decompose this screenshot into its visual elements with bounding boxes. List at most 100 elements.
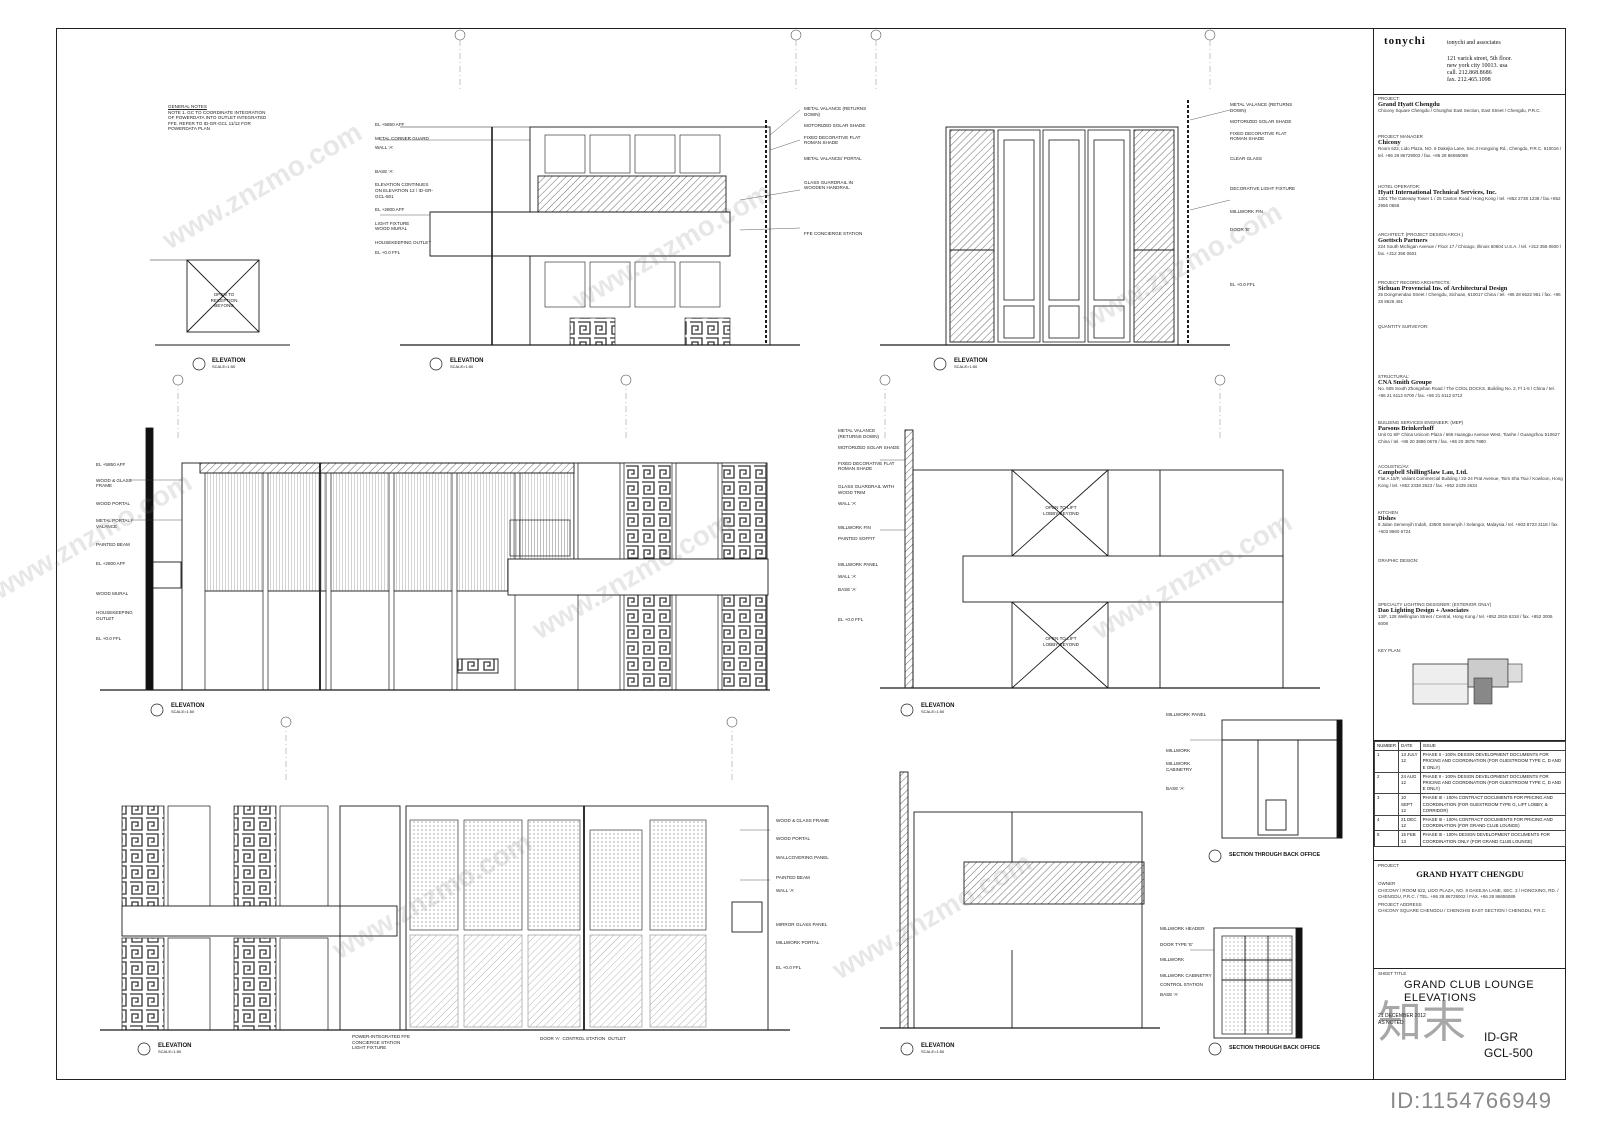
consultant-operator: HOTEL OPERATOR:Hyatt International Techn…: [1378, 184, 1563, 209]
firm-address: 121 varick street, 5th floor. new york c…: [1447, 56, 1512, 84]
section-name: Hyatt International Technical Services, …: [1378, 189, 1497, 197]
issue-date: 15 FEB 13: [1398, 830, 1421, 847]
title-block: tonychi tonychi and associates 121 varic…: [1373, 28, 1567, 1081]
general-note-line: NOTE 1. GC TO COORDINATE INTEGRATION: [168, 109, 266, 115]
notes-section-7a: MILLWORK PANEL MILLWORK MILLWORK CABINET…: [1166, 712, 1216, 792]
key-plan: KEY PLAN:: [1378, 648, 1563, 716]
consultant-acoustic: ACOUSTIC/AV:Campbell ShillingSlaw Lau, L…: [1378, 464, 1563, 489]
note: MILLWORK: [1166, 747, 1191, 753]
note: HOUSEKEEPING OUTLET: [96, 610, 133, 621]
note: CLEAR GLASS: [1230, 155, 1262, 161]
section-detail: 8 Jalan Semenyih Indah, 43500 Semenyih /…: [1378, 522, 1559, 534]
sheet-title-line: ELEVATIONS: [1404, 992, 1477, 1004]
notes-elevation-6-doors: DOOR 'A' CONTROL STATION OUTLET: [540, 1036, 630, 1042]
issue-header-row: NUMBER DATE ISSUE: [1373, 740, 1567, 752]
note: WOOD PORTAL: [776, 835, 811, 841]
project-block: PROJECT GRAND HYATT CHENGDU OWNER CHICON…: [1374, 860, 1566, 916]
issue-number: 2: [1373, 771, 1400, 795]
caption-scale: SCALE=1:50: [171, 709, 195, 714]
note: WOOD & GLASS FRAME: [776, 818, 830, 823]
note: POWER-INTEGRATED FFE CONCIERGE STATION: [352, 1034, 411, 1045]
general-notes-title: GENERAL NOTES: [168, 104, 207, 109]
caption-scale: SCALE=1:50: [921, 1049, 945, 1054]
sheet-date: 21 DECEMBER 2012: [1378, 1013, 1426, 1019]
sheet-number-line: ID-GR: [1484, 1030, 1518, 1044]
issue-header: NUMBER: [1373, 740, 1400, 752]
note: MOTORIZED SOLAR SHADE: [1230, 119, 1292, 125]
note: MILLWORK FIN: [1230, 209, 1263, 215]
note: FIXED DECORATIVE FLAT ROMAN SHADE: [838, 460, 895, 472]
section-name: Dishes: [1378, 515, 1396, 523]
section-detail: 1301 The Gateway Tower 1 / 25 Canton Roa…: [1378, 196, 1561, 208]
issue-desc: PHASE III - 100% CONTRACT DOCUMENTS FOR …: [1419, 815, 1567, 832]
note: METAL VALANCE (RETURNS DOWN): [804, 106, 867, 117]
section-name: Goettsch Partners: [1378, 237, 1428, 245]
section-detail: 13/F, 128 Wellington Street / Central, H…: [1378, 614, 1553, 626]
section-detail: Room 622, Lido Plaza, NO. 8 Dakejia Lane…: [1378, 146, 1562, 158]
note: WALL 'A': [375, 145, 394, 151]
section-label: GRAPHIC DESIGN:: [1378, 558, 1419, 563]
note: FIXED DECORATIVE FLAT ROMAN SHADE: [804, 134, 861, 146]
note: MIRROR GLASS PANEL: [776, 921, 828, 927]
note: WALL 'A': [838, 501, 857, 507]
open-label-e5-bottom: OPEN TO LIFT LOBBY BEYOND: [1043, 636, 1079, 647]
notes-elevation-4: EL +5850 AFF WOOD & GLASS FRAME WOOD POR…: [96, 462, 148, 641]
elevation-5: [880, 429, 1320, 689]
caption-scale: SCALE=1:50: [212, 364, 236, 369]
caption-scale: SCALE=1:50: [921, 709, 945, 714]
issue-desc: PHASE II - 100% DESIGN DEVELOPMENT DOCUM…: [1419, 750, 1567, 773]
note: WALLCOVERING PANEL: [776, 855, 829, 861]
caption-scale: SCALE=1:50: [954, 364, 978, 369]
consultant-architect: ARCHITECT: (PROJECT DESIGN ARCH.)Goettsc…: [1378, 232, 1563, 257]
section-name: Campbell ShillingSlaw Lau, Ltd.: [1378, 469, 1468, 477]
firm-header: tonychi tonychi and associates 121 varic…: [1374, 28, 1566, 95]
section-name: Dao Lighting Design + Associates: [1378, 607, 1469, 615]
address-line: call. 212.868.8686: [1447, 70, 1492, 76]
section-detail: Flat A 15/F, Valiant Commercial Building…: [1378, 476, 1563, 488]
caption-section-7b: SECTION THROUGH BACK OFFICE: [1229, 1045, 1321, 1051]
note: METAL VALANCE (RETURNS DOWN): [1230, 102, 1293, 113]
open-label-e1: OPEN TO RECEPTION BEYOND: [210, 292, 238, 309]
section-label: PROJECT:: [1378, 96, 1400, 101]
note: MILLWORK PANEL: [1166, 712, 1207, 717]
section-detail: 224 South Michigan Avenue / Floor 17 / C…: [1378, 244, 1562, 256]
sheet-title-block: SHEET TITLE GRAND CLUB LOUNGE ELEVATIONS…: [1374, 968, 1566, 1081]
note: GLASS GUARDRAIL WITH WOOD TRIM: [838, 483, 895, 495]
note: DECORATIVE LIGHT FIXTURE: [1230, 185, 1296, 191]
note: MILLWORK CABINETRY: [1160, 972, 1212, 978]
note: EL +0.0 FFL: [96, 635, 122, 641]
sheet-title-line: GRAND CLUB LOUNGE: [1404, 979, 1535, 991]
section-detail: Unit 01 8/F China Unicom Plaza / 666 Hua…: [1378, 432, 1560, 444]
note: METAL VALANCE (RETURNS DOWN): [838, 428, 880, 439]
notes-elevation-5: METAL VALANCE (RETURNS DOWN) MOTORIZED S…: [838, 428, 900, 622]
key-plan-diagram: [1412, 658, 1523, 705]
note: EL +0.0 FFL: [838, 616, 864, 622]
issue-date: 13 JULY 12: [1398, 750, 1421, 773]
consultant-mep: BUILDING SERVICES ENGINEER: (MEP)Parsons…: [1378, 420, 1563, 445]
section-name: Grand Hyatt Chengdu: [1378, 101, 1440, 109]
note: BASE 'A': [375, 168, 394, 174]
sheet-scale: AS NOTED: [1378, 1020, 1404, 1026]
image-id-label: ID:1154766949: [1390, 1088, 1552, 1113]
section-name: Chicony: [1378, 139, 1401, 147]
note: ELEVATION CONTINUES ON ELEVATION 12 / ID…: [375, 182, 434, 199]
section-label: ARCHITECT: (PROJECT DESIGN ARCH.): [1378, 232, 1464, 237]
notes-elevation-2-left: EL +5850 AFF METAL CORNER GUARD WALL 'A'…: [375, 122, 435, 255]
note: LIGHT FIXTURE: [352, 1045, 387, 1051]
issue-number: 4: [1373, 815, 1400, 832]
project-label: PROJECT: [1378, 863, 1400, 868]
note: METAL PORTAL / VALANCE: [96, 518, 133, 529]
note: DOOR 'B': [1230, 226, 1250, 232]
section-label: QUANTITY SURVEYOR:: [1378, 324, 1429, 329]
note: EL +0.0 FFL: [375, 249, 401, 255]
note: EL +0.0 FFL: [1230, 282, 1256, 288]
note: WOOD & GLASS FRAME: [96, 477, 132, 489]
